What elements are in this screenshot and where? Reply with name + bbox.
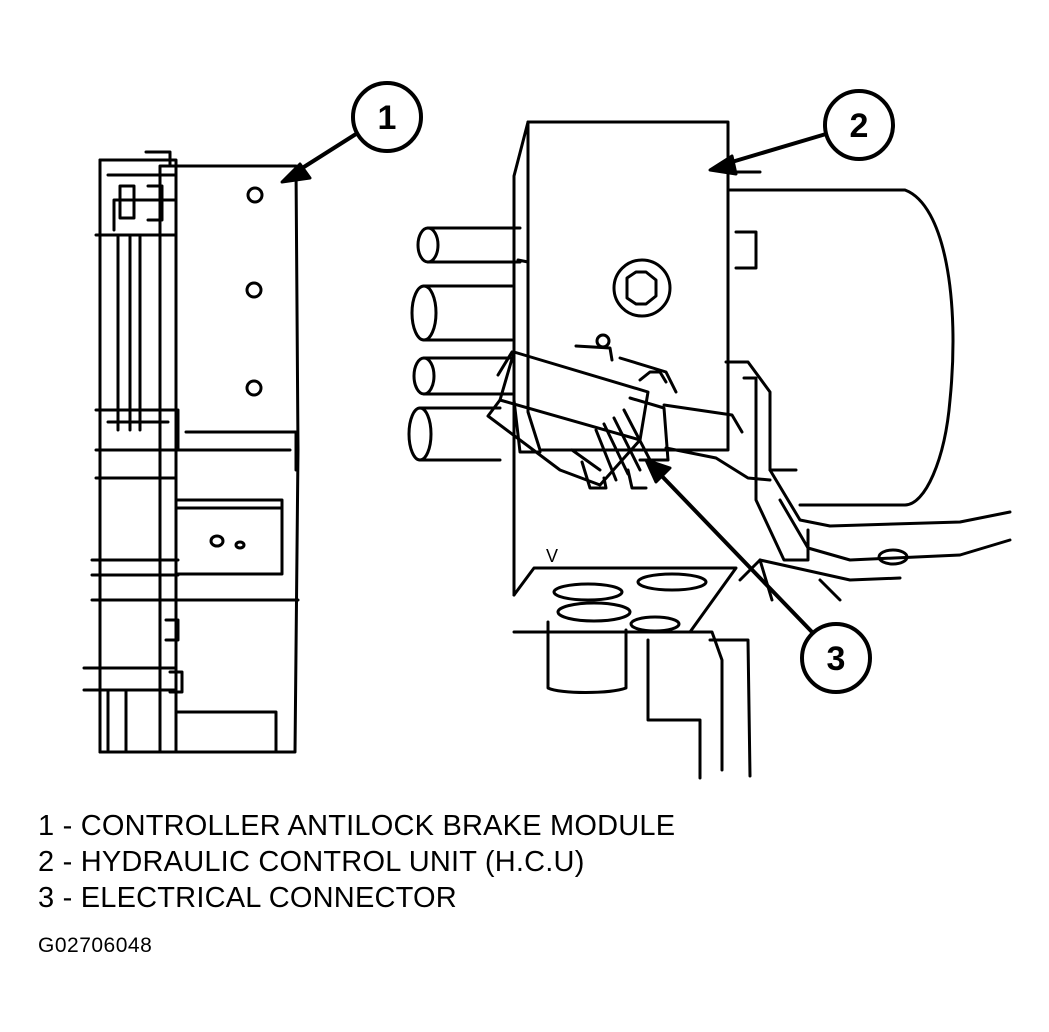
- electrical-connector: [486, 333, 678, 490]
- figure-id: G02706048: [38, 934, 153, 957]
- abs-module-diagram: V 1 2 3: [82, 81, 1012, 780]
- legend-item-hydraulic-control-unit: 2 - HYDRAULIC CONTROL UNIT (H.C.U): [38, 846, 585, 878]
- callout-1: 1: [280, 81, 423, 184]
- legend-item-controller: 1 - CONTROLLER ANTILOCK BRAKE MODULE: [38, 810, 676, 842]
- part-marking-v: V: [546, 546, 558, 566]
- callout-3: 3: [644, 458, 872, 694]
- callout-3-label: 3: [827, 640, 846, 678]
- hydraulic-control-unit: V: [407, 120, 1012, 780]
- legend: 1 - CONTROLLER ANTILOCK BRAKE MODULE 2 -…: [38, 808, 675, 916]
- callout-2-label: 2: [850, 107, 869, 145]
- controller-antilock-brake-module: [82, 150, 300, 754]
- callout-2: 2: [708, 89, 895, 176]
- callout-1-label: 1: [378, 99, 397, 137]
- legend-item-electrical-connector: 3 - ELECTRICAL CONNECTOR: [38, 882, 457, 914]
